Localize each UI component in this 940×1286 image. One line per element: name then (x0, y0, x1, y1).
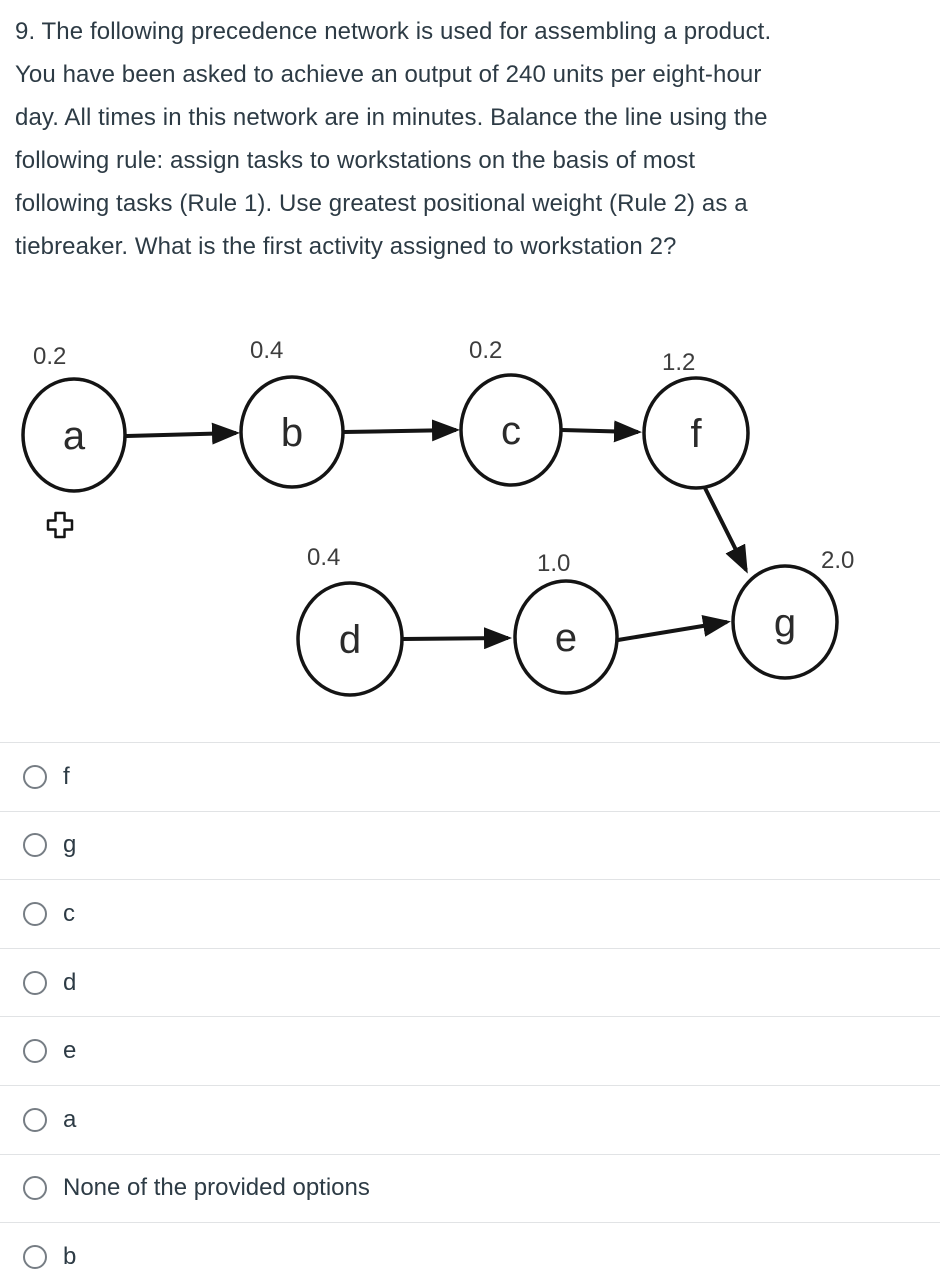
move-cursor-icon (46, 511, 74, 539)
task-time-e: 1.0 (537, 550, 570, 577)
task-letter-b: b (281, 411, 303, 455)
answer-option-label: c (63, 899, 75, 927)
edge-d-e (402, 627, 512, 650)
question-line: tiebreaker. What is the first activity a… (15, 233, 677, 260)
radio-button[interactable] (23, 901, 47, 926)
task-node-a (21, 377, 127, 493)
task-time-c: 0.2 (469, 337, 502, 364)
task-letter-e: e (555, 616, 577, 660)
task-node-c (459, 373, 563, 487)
answer-option-none[interactable]: None of the provided options (0, 1153, 940, 1223)
question-text: 9. The following precedence network is u… (0, 0, 940, 268)
question-line: 9. The following precedence network is u… (15, 18, 772, 45)
task-time-d: 0.4 (307, 544, 340, 571)
answer-option-d[interactable]: d (0, 947, 940, 1017)
radio-button[interactable] (23, 1176, 47, 1201)
task-node-d (296, 581, 404, 697)
answer-option-label: e (63, 1037, 77, 1065)
edge-c-f (561, 420, 642, 443)
answer-option-label: b (63, 1242, 77, 1270)
question-line: following tasks (Rule 1). Use greatest p… (15, 190, 748, 217)
task-node-e (513, 579, 619, 695)
radio-button[interactable] (23, 970, 47, 995)
answer-option-label: f (63, 762, 70, 790)
task-time-g: 2.0 (821, 547, 854, 574)
edge-b-c (343, 419, 460, 442)
edge-e-g (617, 615, 731, 642)
edge-f-g (701, 483, 748, 574)
radio-button[interactable] (23, 764, 47, 789)
edge-a-b (125, 422, 240, 445)
task-time-b: 0.4 (250, 337, 283, 364)
task-node-b (239, 375, 345, 489)
task-node-g (731, 564, 839, 680)
task-letter-g: g (774, 601, 796, 645)
answer-option-b[interactable]: b (0, 1222, 940, 1286)
task-node-f (642, 376, 750, 490)
radio-button[interactable] (23, 833, 47, 858)
answer-option-label: None of the provided options (63, 1174, 370, 1202)
answer-option-a[interactable]: a (0, 1084, 940, 1154)
question-line: You have been asked to achieve an output… (15, 61, 762, 88)
answer-option-f[interactable]: f (0, 742, 940, 811)
answer-option-label: a (63, 1105, 77, 1133)
task-letter-d: d (339, 618, 361, 662)
answer-option-e[interactable]: e (0, 1016, 940, 1085)
task-letter-c: c (501, 409, 521, 453)
question-line: day. All times in this network are in mi… (15, 104, 768, 131)
answer-option-g[interactable]: g (0, 810, 940, 880)
task-time-f: 1.2 (662, 349, 695, 376)
answer-option-c[interactable]: c (0, 879, 940, 948)
radio-button[interactable] (23, 1039, 47, 1064)
task-letter-a: a (63, 414, 86, 458)
radio-button[interactable] (23, 1244, 47, 1269)
task-letter-f: f (690, 412, 702, 456)
answer-option-label: d (63, 968, 77, 996)
answer-option-label: g (63, 831, 77, 859)
radio-button[interactable] (23, 1107, 47, 1132)
task-time-a: 0.2 (33, 343, 66, 370)
precedence-network-svg: a b c f d e g 0.2 0.4 0.2 1.2 0.4 1.0 2.… (21, 337, 854, 697)
answer-options: f g c d e a None of the provided options (0, 742, 940, 1286)
precedence-network-diagram: a b c f d e g 0.2 0.4 0.2 1.2 0.4 1.0 2.… (0, 330, 940, 730)
question-line: following rule: assign tasks to workstat… (15, 147, 696, 174)
